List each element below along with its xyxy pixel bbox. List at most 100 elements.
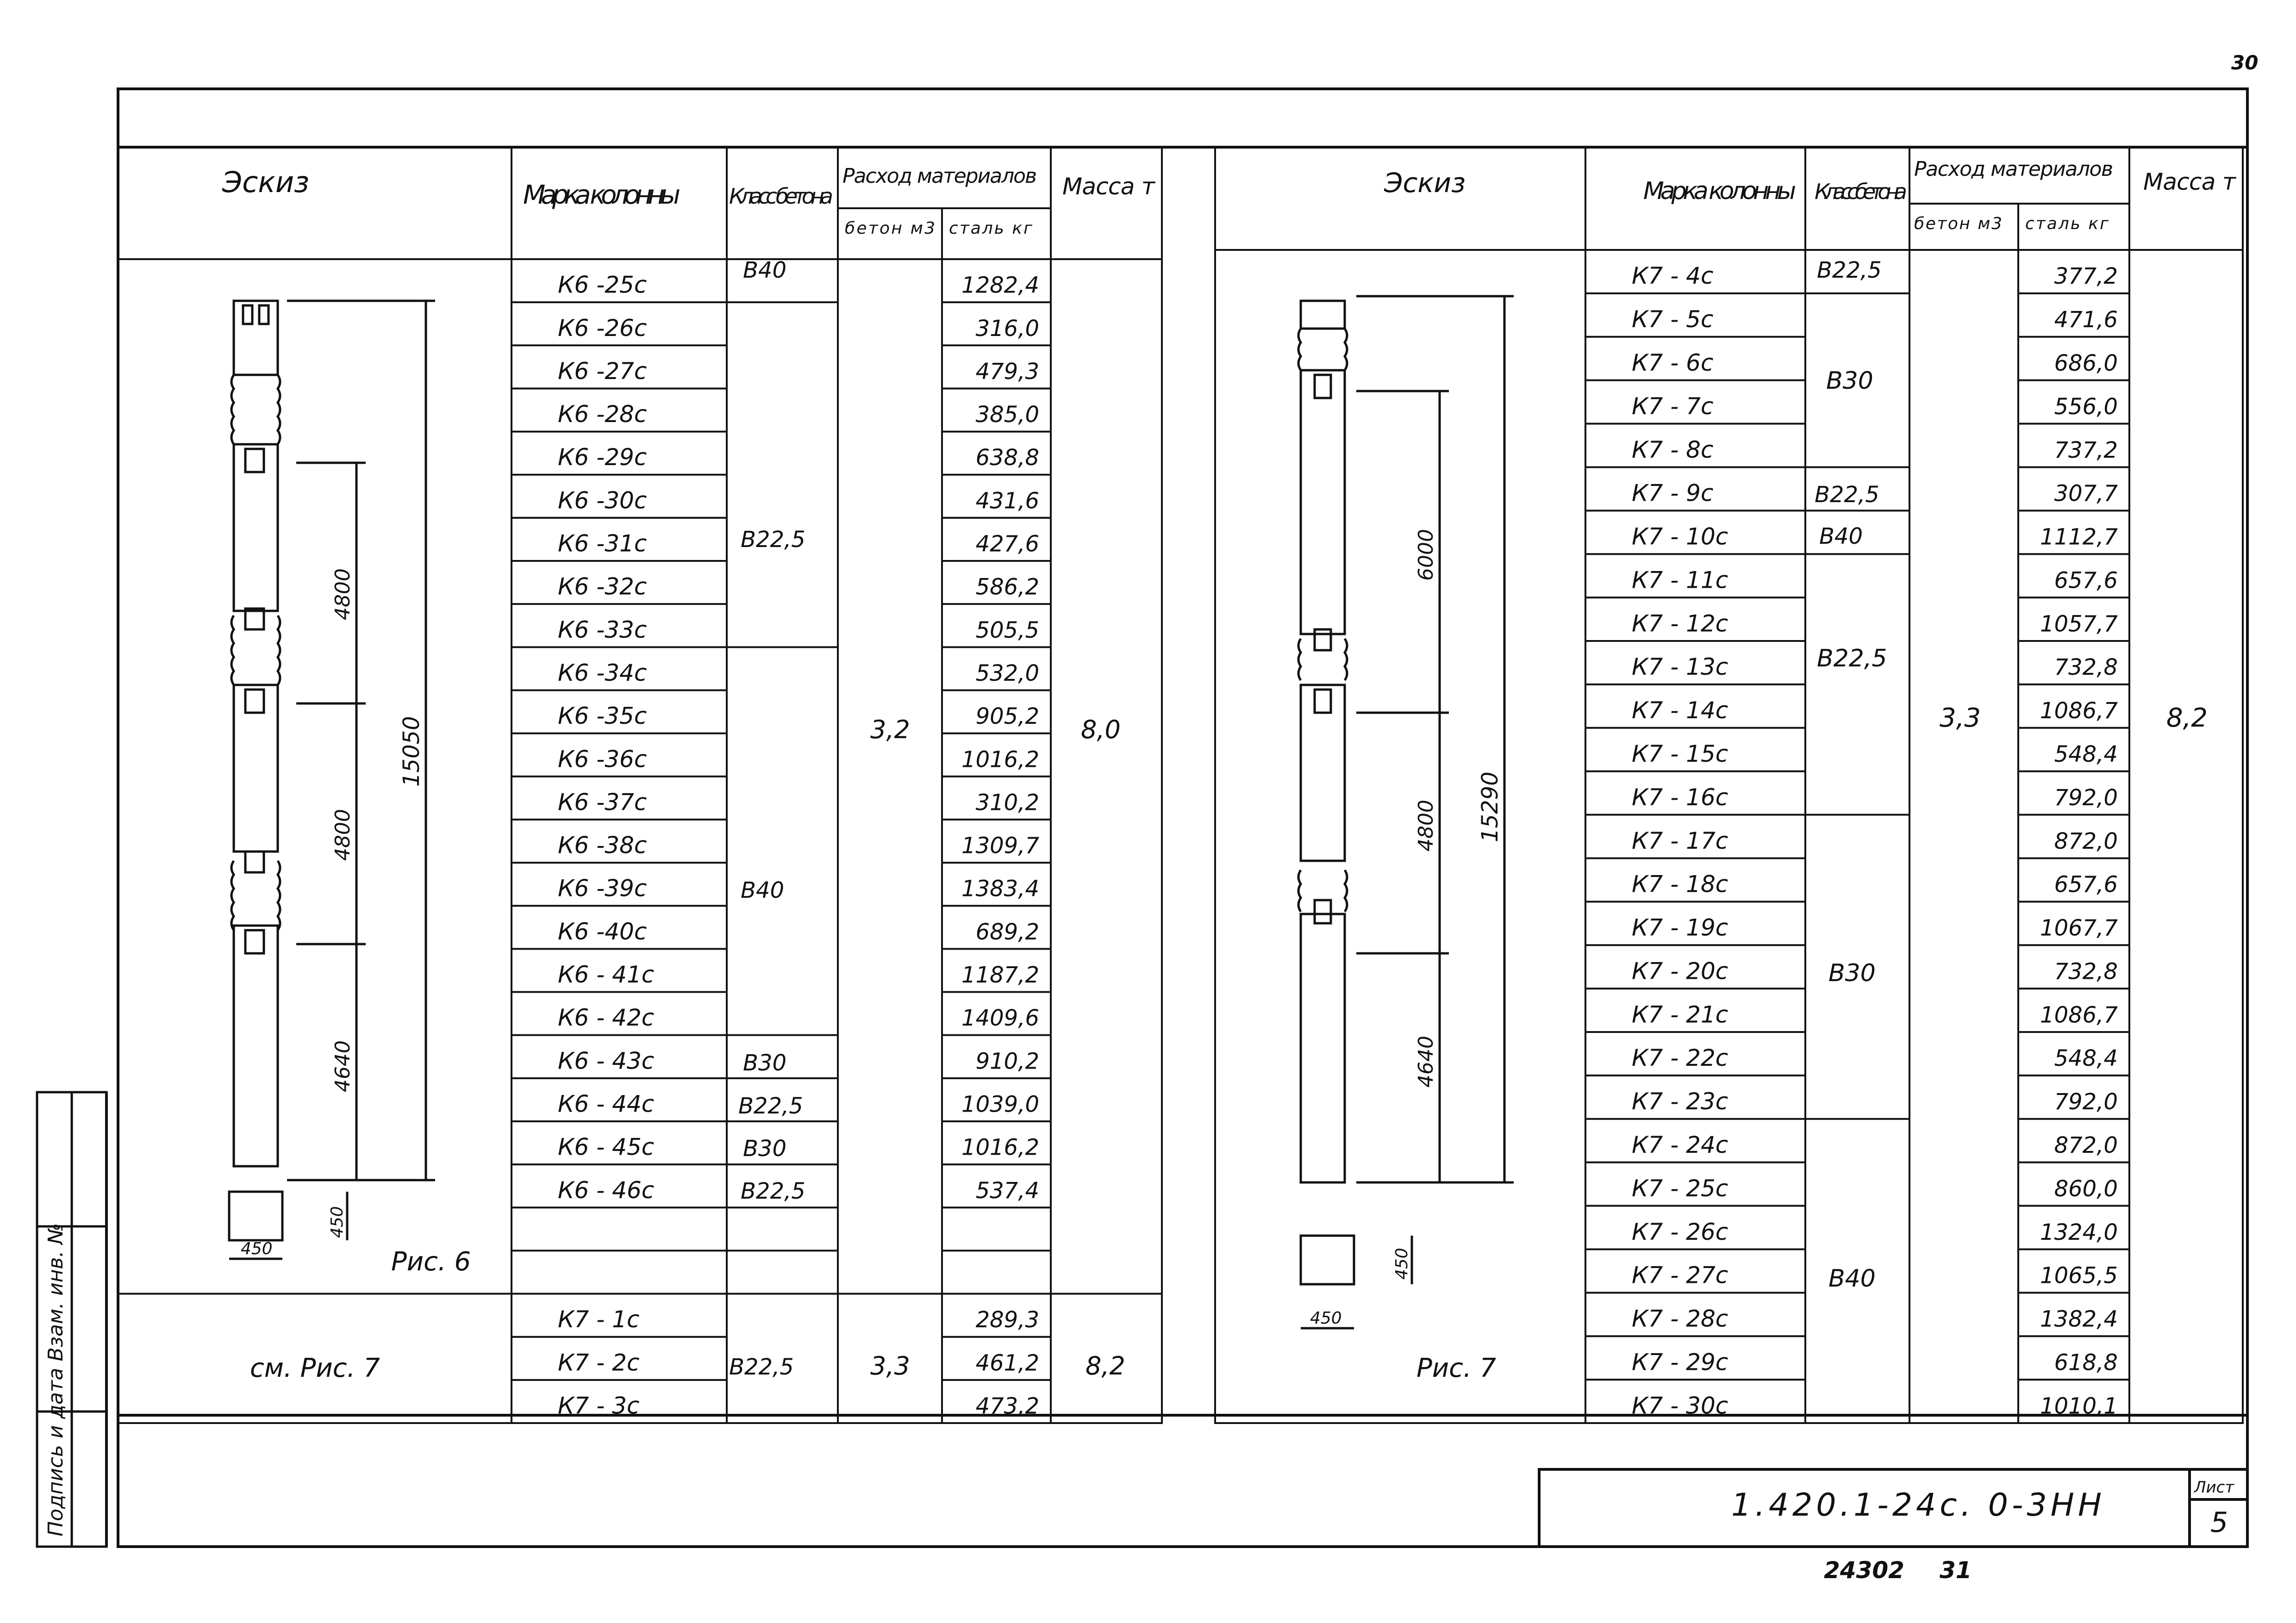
table-row-stal: 431,6 — [976, 488, 1039, 514]
right-klass-label: В22,5 — [1817, 257, 1882, 283]
right-header-mark: Марка колонны — [1643, 177, 1796, 205]
table-row-mark: К7 - 12с — [1632, 610, 1728, 637]
table-row-mark: К7 - 13с — [1632, 653, 1728, 680]
table-row-stal: 537,4 — [976, 1178, 1039, 1204]
table-row-mark: К6 -36с — [558, 746, 647, 772]
table-row-mark: К7 - 18с — [1632, 871, 1728, 898]
table-row-stal: 586,2 — [976, 574, 1039, 600]
table-row-mark: К6 - 41с — [558, 961, 654, 988]
table-row-stal: 618,8 — [2054, 1349, 2118, 1375]
table-row-stal: 471,6 — [2054, 307, 2118, 333]
table-row-mark: К6 - 46с — [558, 1177, 654, 1204]
left-header-klass: Класс бетона — [729, 184, 833, 209]
right-table-rows: К7 - 4с 377,2 К7 - 5с 471,6 К7 - 6с 686,0 К7 -… — [1632, 262, 2118, 1419]
right-beton-label: 3,3 — [1940, 703, 1981, 733]
table-row-mark: К7 - 19с — [1632, 914, 1728, 941]
table-row-mark: К6 -40с — [558, 918, 647, 945]
table-row-mark: К7 - 29с — [1632, 1349, 1728, 1375]
title-block — [1538, 1468, 2249, 1548]
table-row-mark: К7 - 24с — [1632, 1132, 1728, 1158]
right-table-grid — [1214, 146, 2244, 1424]
column-sketch-right — [1297, 295, 1514, 1330]
table-row-stal: 792,0 — [2054, 1089, 2118, 1115]
table-row-stal: 657,6 — [2054, 872, 2118, 898]
table-row-mark: К7 - 30с — [1632, 1392, 1728, 1419]
table-row-stal: 1016,2 — [961, 746, 1039, 772]
table-row-stal: 1039,0 — [961, 1091, 1039, 1117]
left-klass-cells: В40 В22,5 В40 В30 В22,5 В30 В22,5 В22,5 … — [250, 257, 1125, 1383]
table-row-mark: К6 -27с — [558, 358, 647, 385]
left-massa-label: 8,0 — [1081, 715, 1121, 744]
table-row-mark: К6 - 43с — [558, 1047, 654, 1074]
table-row-stal: 732,8 — [2054, 654, 2118, 680]
table-row-mark: К7 - 25с — [1632, 1175, 1728, 1202]
left-klass-label: В22,5 — [738, 1093, 803, 1119]
dim-label: 4800 — [1414, 800, 1438, 852]
left-sketch-dims: 4800 4800 4640 15050 450 450 Рис. 6 — [241, 568, 471, 1277]
table-row-stal: 1112,7 — [2040, 524, 2118, 550]
table-row-mark: К7 - 15с — [1632, 740, 1728, 767]
dim-label: 450 — [328, 1206, 347, 1238]
table-row-stal: 1383,4 — [961, 876, 1039, 902]
table-row-mark: К7 - 21с — [1632, 1001, 1728, 1028]
table-row-stal: 1324,0 — [2040, 1219, 2118, 1245]
dim-label: 6000 — [1414, 529, 1438, 581]
side-stamp-label: Подпись и дата Взам. инв. № — [44, 1223, 68, 1536]
table-row-mark: К7 - 1с — [558, 1306, 639, 1333]
table-row-mark: К7 - 5с — [1632, 306, 1713, 333]
dim-label: 4800 — [331, 568, 355, 620]
table-row-mark: К6 - 44с — [558, 1090, 654, 1117]
table-row-stal: 548,4 — [2054, 1045, 2118, 1071]
table-row-mark: К7 - 23с — [1632, 1088, 1728, 1115]
left-table-header: Эскиз Марка колонны Класс бетона Расход … — [222, 164, 1156, 238]
right-table-header: Эскиз Марка колонны Класс бетона Расход … — [1384, 157, 2237, 233]
left-table-grid — [117, 146, 1163, 1424]
sheet-label: Лист — [2193, 1478, 2234, 1497]
table-row-mark: К7 - 6с — [1632, 349, 1713, 376]
table-row-mark: К7 - 4с — [1632, 262, 1713, 289]
table-row-mark: К6 -28с — [558, 401, 647, 428]
figure-label: Рис. 7 — [1416, 1353, 1497, 1383]
table-row-mark: К7 - 14с — [1632, 697, 1728, 724]
table-row-stal: 657,6 — [2054, 567, 2118, 593]
column-sketch-left — [228, 299, 435, 1260]
table-row-stal: 479,3 — [976, 359, 1039, 385]
table-row-mark: К7 - 17с — [1632, 827, 1728, 854]
table-row-mark: К6 - 42с — [558, 1004, 654, 1031]
table-row-mark: К6 -35с — [558, 703, 647, 729]
dim-label: 4800 — [331, 809, 355, 861]
table-row-mark: К6 -29с — [558, 444, 647, 471]
table-row-stal: 377,2 — [2054, 263, 2118, 289]
table-row-stal: 307,7 — [2054, 481, 2118, 507]
table-row-mark: К7 - 3с — [558, 1393, 639, 1419]
table-row-stal: 1065,5 — [2040, 1263, 2118, 1289]
table-row-stal: 1382,4 — [2040, 1306, 2118, 1332]
right-massa-label: 8,2 — [2166, 703, 2208, 733]
table-row-stal: 310,2 — [976, 790, 1039, 815]
left-klass-label: В22,5 — [741, 1178, 805, 1204]
right-sketch-dims: 6000 4800 4640 15290 450 450 Рис. 7 — [1310, 529, 1503, 1383]
table-row-mark: К6 - 45с — [558, 1134, 654, 1161]
table-row-stal: 860,0 — [2054, 1176, 2118, 1202]
table-row-mark: К7 - 20с — [1632, 958, 1728, 984]
table-row-mark: К7 - 26с — [1632, 1219, 1728, 1245]
left-beton-label: 3,3 — [870, 1351, 910, 1380]
table-row-mark: К7 - 10с — [1632, 523, 1728, 550]
table-row-mark: К7 - 28с — [1632, 1306, 1728, 1332]
table-row-stal: 872,0 — [2054, 828, 2118, 854]
table-row-mark: К6 -32с — [558, 573, 647, 600]
table-row-stal: 1067,7 — [2040, 915, 2118, 941]
right-klass-label: В30 — [1826, 367, 1873, 395]
figure-label: Рис. 6 — [391, 1247, 471, 1277]
right-klass-label: В40 — [1819, 523, 1863, 549]
right-klass-label: В22,5 — [1815, 482, 1879, 508]
table-row-stal: 1409,6 — [961, 1005, 1039, 1031]
left-header-mark: Марка колонны — [523, 180, 680, 210]
dim-label: 15050 — [399, 716, 424, 787]
table-row-stal: 905,2 — [976, 703, 1039, 729]
table-row-stal: 686,0 — [2054, 350, 2118, 376]
table-row-stal: 1309,7 — [961, 833, 1039, 859]
left-beton-label: 3,2 — [870, 715, 910, 744]
table-row-stal: 461,2 — [976, 1350, 1039, 1376]
dim-label: 450 — [241, 1239, 273, 1258]
